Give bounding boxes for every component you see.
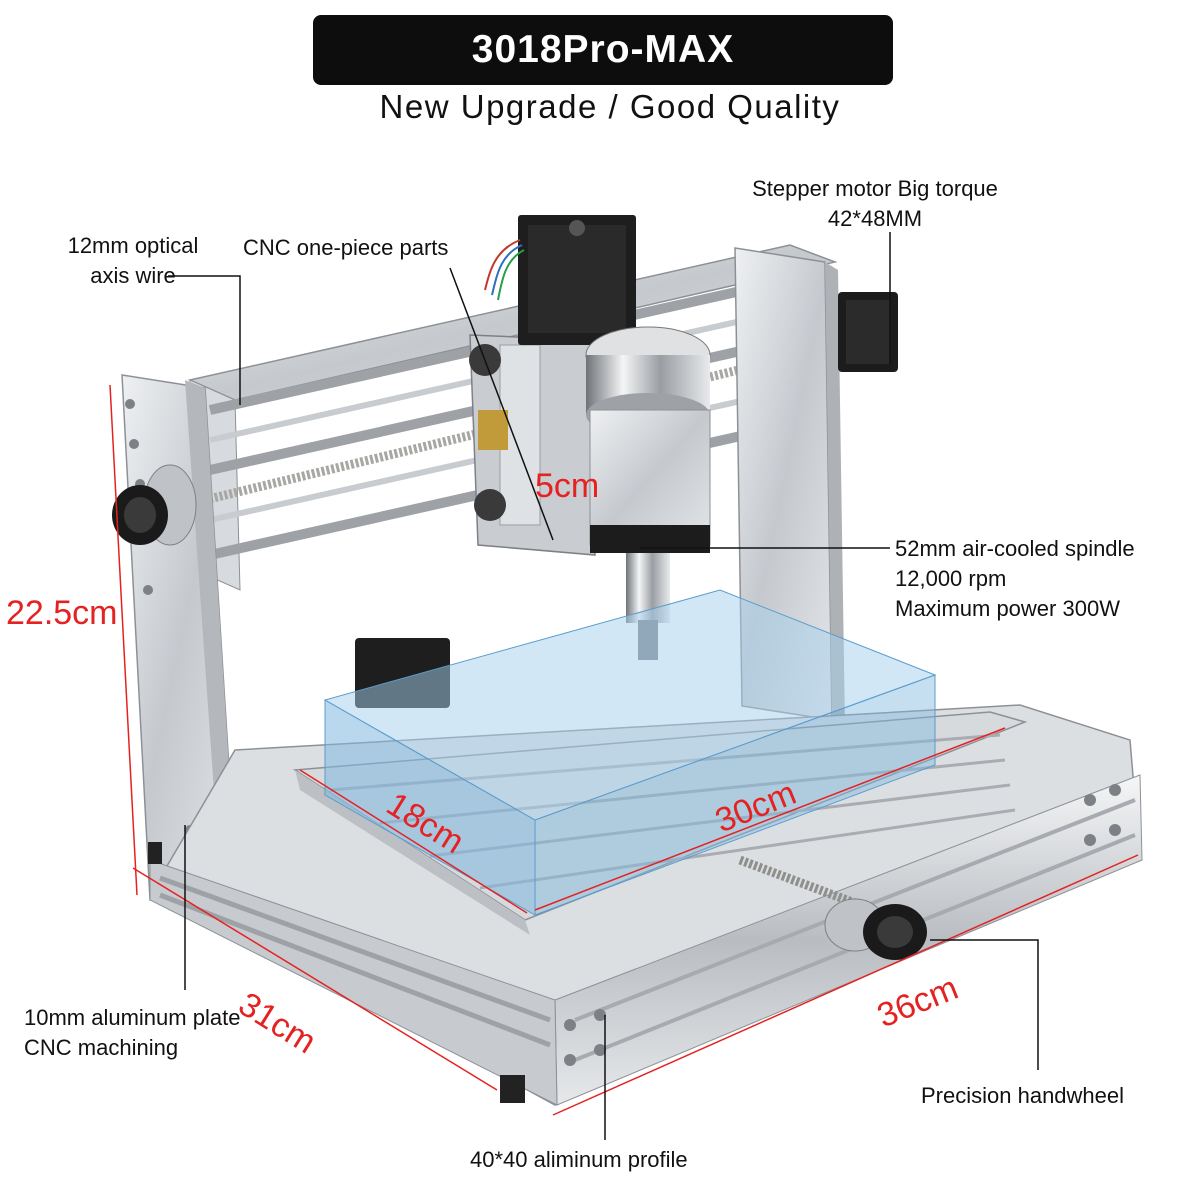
product-subtitle: New Upgrade / Good Quality	[379, 88, 841, 125]
foot	[500, 1075, 525, 1103]
optical-axis-callout: 12mm optical axis wire	[48, 231, 218, 291]
spindle-line2: 12,000 rpm	[895, 566, 1007, 591]
handwheel-callout: Precision handwheel	[921, 1083, 1125, 1108]
stepper-motor-right	[838, 292, 898, 372]
optical-line2: axis wire	[90, 263, 176, 288]
callout-leaders	[168, 232, 1039, 1140]
leader-cnc-parts	[449, 267, 554, 541]
stepper-motor-callout: Stepper motor Big torque 42*48MM	[730, 174, 1020, 234]
product-title: 3018Pro-MAX	[471, 28, 735, 71]
z-carriage	[469, 334, 596, 556]
optical-line1: 12mm optical	[67, 233, 199, 258]
leader-optical-axis	[168, 275, 241, 405]
work-y-dimension-line	[299, 769, 528, 914]
leader-handwheel	[930, 939, 1039, 1070]
depth-dimension-line	[132, 867, 498, 1091]
stepper-motor-z	[484, 215, 636, 345]
height-dimension-label: 22.5cm	[6, 594, 118, 632]
dimension-lines	[109, 384, 1139, 1116]
plate-line2: CNC machining	[24, 1035, 179, 1060]
stepper-line1: Stepper motor Big torque	[752, 176, 998, 201]
cnc-parts-callout: CNC one-piece parts	[243, 235, 449, 260]
spindle-line3: Maximum power 300W	[895, 596, 1120, 621]
work-z-dimension-label: 5cm	[535, 467, 600, 505]
work-area-volume	[323, 589, 937, 916]
lead-screw-y	[738, 855, 862, 910]
left-handwheel	[112, 464, 197, 546]
spindle-line1: 52mm air-cooled spindle	[895, 536, 1135, 561]
spindle-callout: 52mm air-cooled spindle 12,000 rpm Maxim…	[895, 534, 1135, 624]
profile-callout: 40*40 aliminum profile	[470, 1147, 688, 1172]
title-banner: 3018Pro-MAX	[313, 15, 893, 85]
plate-line1: 10mm aluminum plate	[24, 1005, 241, 1030]
stepper-line2: 42*48MM	[827, 206, 923, 231]
front-handwheel	[824, 898, 927, 960]
work-x-dimension-line	[534, 727, 1006, 911]
height-dimension-line	[109, 384, 138, 896]
aluminum-plate-callout: 10mm aluminum plate CNC machining	[24, 1003, 240, 1063]
width-dimension-line	[552, 854, 1139, 1116]
